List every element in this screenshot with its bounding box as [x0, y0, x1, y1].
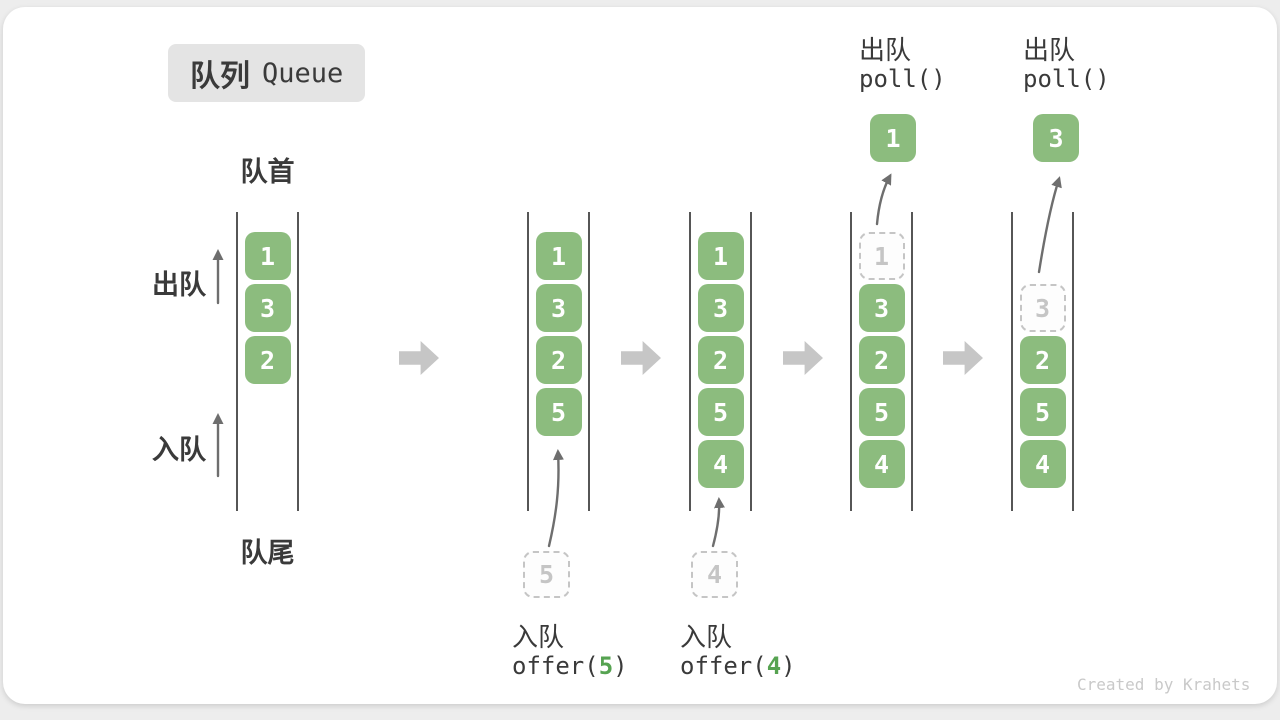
code-text: offer( — [512, 652, 599, 680]
queue-slot: 2 — [697, 336, 744, 384]
queue-slot: 1 — [697, 232, 744, 280]
queue-slot: 4 — [1019, 440, 1066, 488]
queue-slot-ghost: 1 — [858, 232, 905, 280]
queue-slot: 4 — [858, 440, 905, 488]
credit-text: Created by Krahets — [1077, 675, 1251, 694]
queue-slot: 1 — [535, 232, 582, 280]
queue-slot: 3 — [697, 284, 744, 332]
queue-slot: 1 — [244, 232, 291, 280]
enqueue-op-code: offer(5) — [512, 652, 628, 680]
queue-slot: 3 — [244, 284, 291, 332]
queue-slot: 5 — [535, 388, 582, 436]
code-text: ) — [781, 652, 796, 680]
title-en: Queue — [262, 57, 344, 89]
queue-slot: 2 — [858, 336, 905, 384]
dequeued-value-box: 1 — [870, 114, 916, 162]
label-queue-rear: 队尾 — [240, 538, 295, 568]
label-side-dequeue: 出队 — [152, 270, 206, 300]
enqueue-ghost-box: 5 — [523, 551, 570, 598]
dequeued-value-box: 3 — [1033, 114, 1079, 162]
dequeue-op-label: 出队 — [859, 35, 912, 65]
dequeue-op-code: poll() — [859, 65, 946, 93]
enqueue-op-label: 入队 — [512, 622, 565, 652]
code-text: offer( — [680, 652, 767, 680]
queue-slot: 3 — [535, 284, 582, 332]
dequeue-op-code: poll() — [1023, 65, 1110, 93]
label-side-enqueue: 入队 — [152, 435, 206, 465]
enqueue-ghost-box: 4 — [691, 551, 738, 598]
queue-slot: 2 — [535, 336, 582, 384]
queue-slot: 2 — [1019, 336, 1066, 384]
code-text: 4 — [766, 652, 782, 680]
title-box: 队列 Queue — [168, 44, 366, 102]
queue-slot: 2 — [244, 336, 291, 384]
dequeue-op-label: 出队 — [1023, 35, 1076, 65]
queue-slot-ghost: 3 — [1019, 284, 1066, 332]
enqueue-op-code: offer(4) — [680, 652, 796, 680]
queue-slot: 5 — [858, 388, 905, 436]
queue-slot: 3 — [858, 284, 905, 332]
queue-slot: 5 — [697, 388, 744, 436]
queue-slot: 4 — [697, 440, 744, 488]
title-zh: 队列 — [190, 60, 250, 93]
queue-slot: 5 — [1019, 388, 1066, 436]
code-text: ) — [613, 652, 628, 680]
enqueue-op-label: 入队 — [680, 622, 733, 652]
label-queue-front: 队首 — [240, 157, 295, 187]
code-text: 5 — [598, 652, 614, 680]
